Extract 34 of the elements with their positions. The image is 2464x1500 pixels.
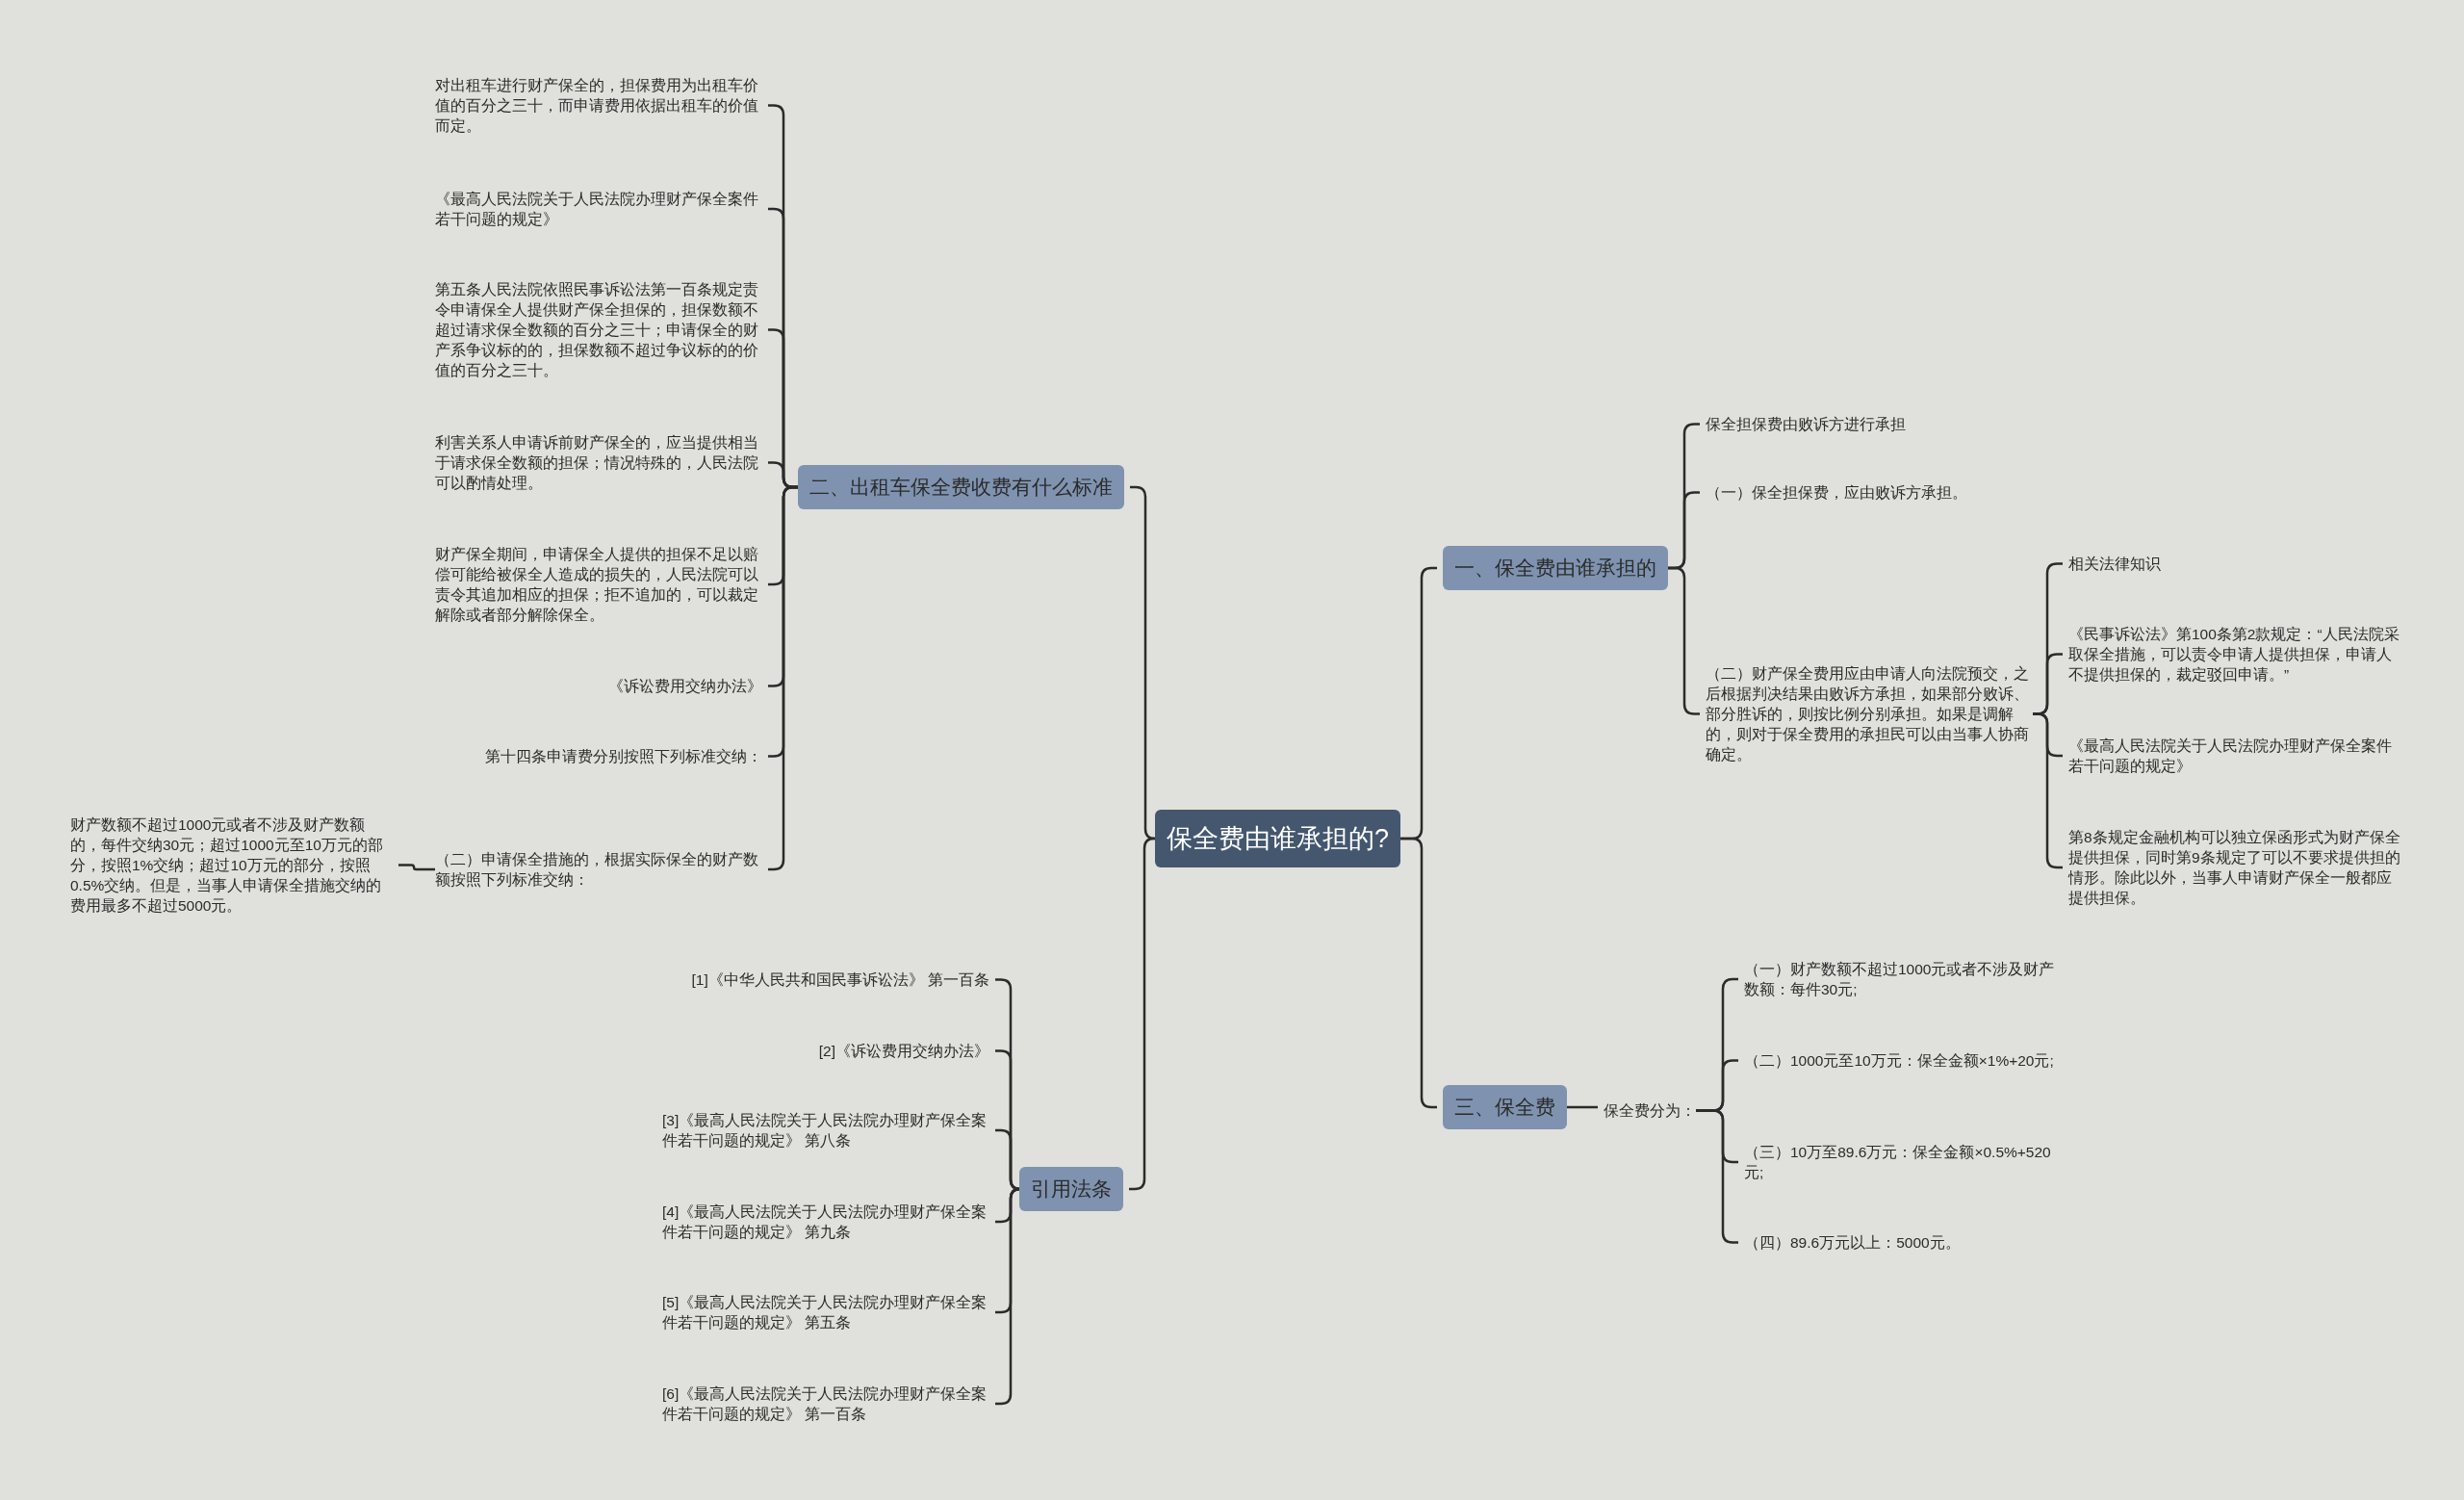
note-text: （二）财产保全费用应由申请人向法院预交，之后根据判决结果由败诉方承担，如果部分败诉、部分胜诉的，则按比例分别承担。如果是调解的，则对于保全费用的承担民可以由当事人协商确定。 [1706, 663, 2033, 764]
note-text: [2]《诉讼费用交纳办法》 [818, 1041, 989, 1061]
note-text: 对出租车进行财产保全的，担保费用为出租车价值的百分之三十，而申请费用依据出租车的价值而定。 [435, 75, 762, 136]
note-text: （二）申请保全措施的，根据实际保全的财产数额按照下列标准交纳： [435, 849, 762, 890]
note-text: （一）保全担保费，应由败诉方承担。 [1706, 482, 1967, 503]
note-text: 《最高人民法院关于人民法院办理财产保全案件若干问题的规定》 [435, 189, 762, 229]
note-text: （四）89.6万元以上：5000元。 [1744, 1232, 1961, 1253]
branch-topic: 二、出租车保全费收费有什么标准 [798, 465, 1124, 509]
note-text: 利害关系人申请诉前财产保全的，应当提供相当于请求保全数额的担保；情况特殊的，人民法院可以酌情处理。 [435, 432, 762, 493]
branch-topic: 一、保全费由谁承担的 [1443, 546, 1668, 590]
note-text: 保全担保费由败诉方进行承担 [1706, 414, 1906, 434]
note-text: 财产保全期间，申请保全人提供的担保不足以赔偿可能给被保全人造成的损失的，人民法院可以责令其追加相应的担保；拒不追加的，可以裁定解除或者部分解除保全。 [435, 544, 762, 625]
note-text: 《最高人民法院关于人民法院办理财产保全案件若干问题的规定》 [2068, 736, 2400, 776]
note-text: 《民事诉讼法》第100条第2款规定：“人民法院采取保全措施，可以责令申请人提供担保，申请人不提供担保的，裁定驳回申请。” [2068, 624, 2400, 685]
branch-topic: 引用法条 [1019, 1167, 1123, 1211]
note-text: （二）1000元至10万元：保全金额×1%+20元; [1744, 1050, 2054, 1071]
note-text: [4]《最高人民法院关于人民法院办理财产保全案件若干问题的规定》 第九条 [662, 1202, 989, 1242]
connector-line [398, 864, 435, 871]
branch-topic: 三、保全费 [1443, 1085, 1567, 1129]
note-text: [1]《中华人民共和国民事诉讼法》 第一百条 [691, 970, 989, 990]
note-text: （三）10万至89.6万元：保全金额×0.5%+520元; [1744, 1142, 2066, 1182]
note-text: 《诉讼费用交纳办法》 [608, 676, 762, 696]
note-text: [6]《最高人民法院关于人民法院办理财产保全案件若干问题的规定》 第一百条 [662, 1384, 989, 1424]
note-text: （一）财产数额不超过1000元或者不涉及财产数额：每件30元; [1744, 959, 2066, 999]
note-text: 财产数额不超过1000元或者不涉及财产数额的，每件交纳30元；超过1000元至10万元的部分，按照1%交纳；超过10万元的部分，按照0.5%交纳。但是，当事人申请保全措施交纳的费用最多不超过5000元。 [70, 815, 393, 916]
note-text: 第五条人民法院依照民事诉讼法第一百条规定责令申请保全人提供财产保全担保的，担保数额不超过请求保全数额的百分之三十；申请保全的财产系争议标的的，担保数额不超过争议标的的价值的百分之三十。 [435, 279, 762, 380]
note-text: 第十四条申请费分别按照下列标准交纳： [485, 746, 762, 766]
note-text: 相关法律知识 [2068, 554, 2161, 574]
note-text: [3]《最高人民法院关于人民法院办理财产保全案件若干问题的规定》 第八条 [662, 1110, 989, 1151]
note-text: 第8条规定金融机构可以独立保函形式为财产保全提供担保，同时第9条规定了可以不要求提供担的情形。除此以外，当事人申请财产保全一般都应提供担保。 [2068, 827, 2400, 908]
note-text: 保全费分为： [1604, 1100, 1696, 1121]
central-topic: 保全费由谁承担的? [1155, 810, 1401, 867]
connector-line [1567, 1105, 1598, 1109]
note-text: [5]《最高人民法院关于人民法院办理财产保全案件若干问题的规定》 第五条 [662, 1292, 989, 1332]
